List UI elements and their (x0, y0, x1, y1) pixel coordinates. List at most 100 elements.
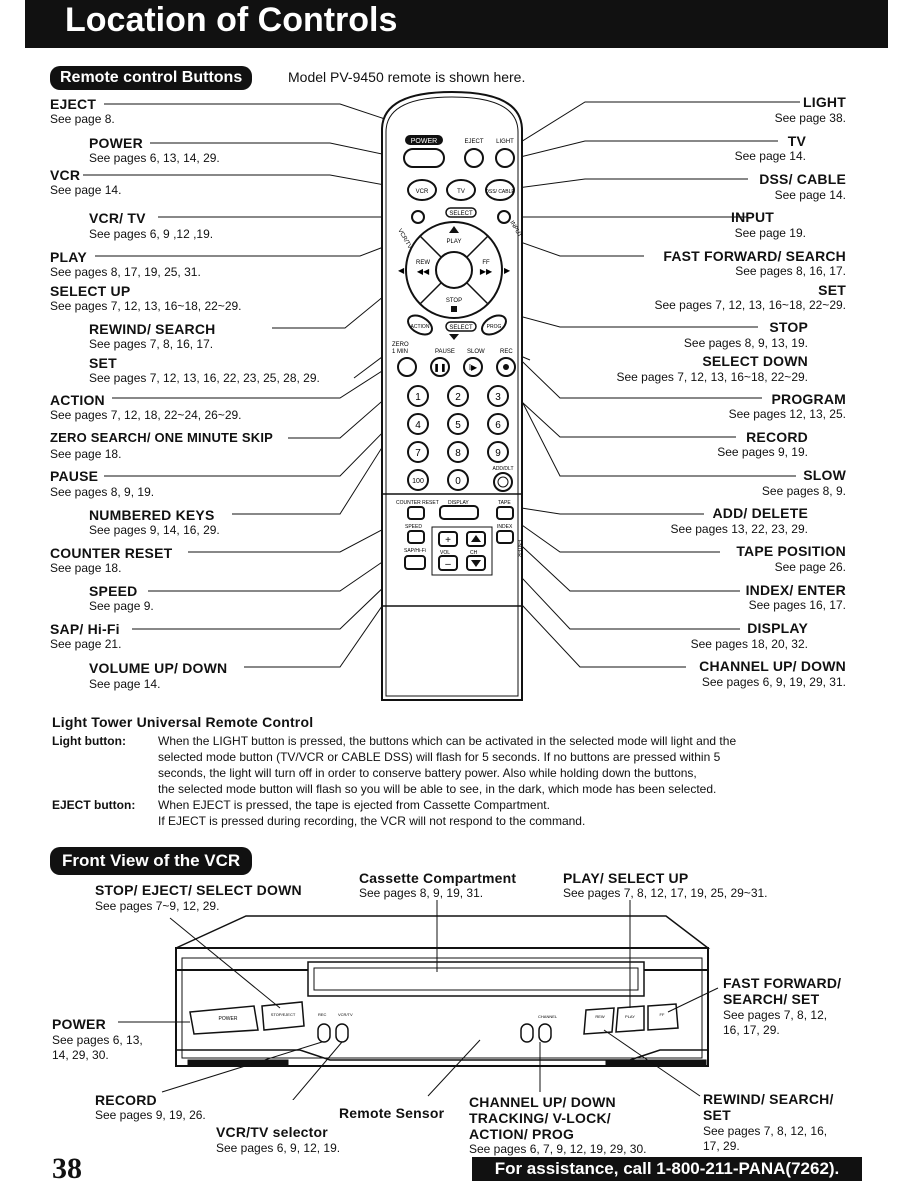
vcr-marking: VCR (416, 189, 429, 195)
vcrtv-button[interactable] (411, 210, 425, 224)
light-marking: LIGHT (496, 139, 514, 145)
key-6[interactable] (487, 413, 509, 435)
vcr-ch-down-button[interactable] (520, 1023, 534, 1043)
front-label-record: RECORD (95, 1092, 157, 1108)
svg-text:100: 100 (412, 478, 424, 485)
display-button[interactable] (439, 505, 479, 520)
front-ref-vcrtv: See pages 6, 9, 12, 19. (216, 1141, 341, 1155)
label-counter-reset: COUNTER RESET (50, 545, 173, 561)
prog-button[interactable] (479, 312, 510, 339)
key-2[interactable] (447, 385, 469, 407)
counter-reset-button[interactable] (407, 506, 425, 520)
vcr-stop-eject-button[interactable] (261, 1001, 305, 1031)
label-set-left: SET (89, 355, 117, 371)
stop-icon[interactable] (451, 306, 457, 312)
sap-button[interactable] (404, 555, 426, 570)
cassette-compartment (307, 961, 645, 997)
vol-down-button[interactable] (438, 555, 458, 571)
slow-button[interactable] (463, 357, 483, 377)
zero-marking: ZERO (392, 342, 409, 348)
front-label-stop-eject: STOP/ EJECT/ SELECT DOWN (95, 882, 302, 898)
input-button[interactable] (497, 210, 511, 224)
set-left-icon[interactable]: ◀ (398, 266, 405, 275)
action-button[interactable] (405, 312, 436, 339)
vcr-rec-marking: REC (318, 1012, 327, 1017)
label-tv: TV (787, 133, 806, 149)
fast-forward-icon[interactable]: ▶▶ (480, 267, 493, 276)
svg-text:6: 6 (495, 420, 501, 431)
zero-search-button[interactable] (397, 357, 417, 377)
pause-button[interactable] (430, 357, 450, 377)
ref-index-enter: See pages 16, 17. (748, 598, 846, 612)
tv-button[interactable] (446, 179, 476, 201)
label-select-down: SELECT DOWN (702, 353, 808, 369)
power-button[interactable] (403, 148, 445, 168)
vol-marking: VOL (440, 550, 450, 556)
vcr-vcrtv-button[interactable] (335, 1023, 349, 1043)
speed-button[interactable] (407, 530, 425, 544)
ref-select-down: See pages 7, 12, 13, 16~18, 22~29. (616, 370, 809, 384)
svg-text:3: 3 (495, 392, 501, 403)
label-power: POWER (89, 135, 143, 151)
record-icon (503, 364, 509, 370)
vcr-ch-up-button[interactable] (538, 1023, 552, 1043)
rec-marking: REC (500, 349, 513, 355)
add-delete-button[interactable] (493, 472, 513, 492)
ref-tv: See page 14. (734, 149, 806, 163)
vcr-play-button[interactable] (615, 1005, 645, 1033)
vcr-ff-button[interactable] (647, 1003, 679, 1031)
key-3[interactable] (487, 385, 509, 407)
key-5[interactable] (447, 413, 469, 435)
select-down-button[interactable] (445, 321, 477, 332)
page-title: Location of Controls (25, 0, 888, 48)
remote-transport-row: ZERO 1 MIN PAUSE SLOW REC ❚❚ I▶ (392, 342, 516, 377)
slow-icon: I▶ (469, 363, 478, 372)
key-0[interactable] (447, 469, 469, 491)
key-100[interactable] (407, 469, 429, 491)
ref-slow: See pages 8, 9. (761, 484, 846, 498)
svg-text:7: 7 (415, 448, 421, 459)
vol-up-button[interactable] (438, 531, 458, 547)
svg-text:4: 4 (415, 420, 421, 431)
play-arrow-icon[interactable] (449, 226, 459, 233)
eject-line-1: When EJECT is pressed, the tape is eject… (158, 798, 550, 812)
light-button[interactable] (495, 148, 515, 168)
ref-tape-position: See page 26. (774, 560, 846, 574)
ref-play: See pages 8, 17, 19, 25, 31. (50, 265, 201, 279)
vcr-power-button[interactable] (189, 1005, 259, 1035)
tv-marking: TV (457, 189, 465, 195)
eject-button[interactable] (464, 148, 484, 168)
ref-program: See pages 12, 13, 25. (728, 407, 846, 421)
minus-icon: – (445, 559, 451, 570)
key-8[interactable] (447, 441, 469, 463)
center-button[interactable] (435, 251, 473, 289)
key-4[interactable] (407, 413, 429, 435)
rewind-icon[interactable]: ◀◀ (417, 267, 430, 276)
label-index-enter: INDEX/ ENTER (745, 582, 846, 598)
index-button[interactable] (496, 530, 514, 544)
label-tape-position: TAPE POSITION (736, 543, 846, 559)
pause-marking: PAUSE (435, 349, 455, 355)
ref-speed: See page 9. (89, 599, 154, 613)
label-light: LIGHT (803, 94, 846, 110)
tape-position-button[interactable] (496, 506, 514, 520)
select-up-button[interactable] (445, 207, 477, 218)
key-7[interactable] (407, 441, 429, 463)
key-9[interactable] (487, 441, 509, 463)
vcr-leader-lines (118, 900, 719, 1100)
front-ref-rewind-2: 17, 29. (703, 1139, 740, 1153)
vcr-button[interactable] (407, 179, 437, 201)
vcr-rew-button[interactable] (583, 1007, 615, 1035)
label-eject: EJECT (50, 96, 97, 112)
front-ref-play: See pages 7, 8, 12, 17, 19, 25, 29~31. (563, 886, 768, 900)
ref-rewind: See pages 7, 8, 16, 17. (89, 337, 214, 351)
dss-button[interactable] (485, 179, 515, 201)
set-right-icon[interactable]: ▶ (504, 266, 511, 275)
key-1[interactable] (407, 385, 429, 407)
front-label-action-prog: ACTION/ PROG (469, 1126, 575, 1142)
counter-reset-marking: COUNTER RESET (396, 500, 439, 506)
vcr-record-button[interactable] (317, 1023, 331, 1043)
ref-sap: See page 21. (50, 637, 122, 651)
sap-marking: SAP/Hi-Fi (404, 548, 426, 554)
vcr-rew-marking: REW (595, 1014, 605, 1019)
